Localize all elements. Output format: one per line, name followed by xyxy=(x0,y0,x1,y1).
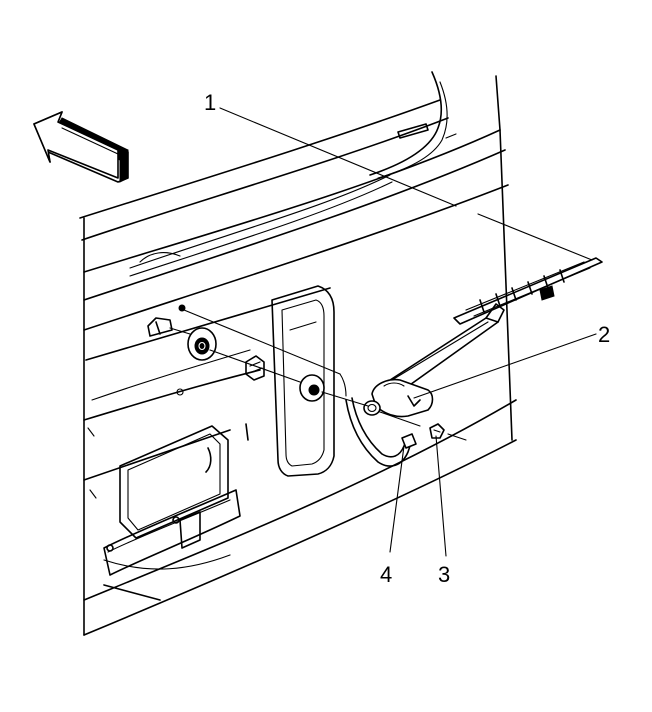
wiper-arm xyxy=(363,303,505,418)
callout-4: 4 xyxy=(380,562,392,587)
forward-direction-arrow-icon xyxy=(33,111,129,183)
callout-1: 1 xyxy=(204,90,216,115)
callout-3: 3 xyxy=(438,562,450,587)
liftgate-panel xyxy=(79,71,517,636)
callout-leader-lines xyxy=(219,107,597,557)
callout-2: 2 xyxy=(598,322,610,347)
motor-access-frame xyxy=(271,285,335,477)
wiper-blade xyxy=(453,257,603,325)
washer-hose xyxy=(345,397,417,467)
license-plate-recess xyxy=(87,388,249,576)
mounting-hardware xyxy=(147,304,467,441)
wiper-arm-nut xyxy=(429,423,445,439)
